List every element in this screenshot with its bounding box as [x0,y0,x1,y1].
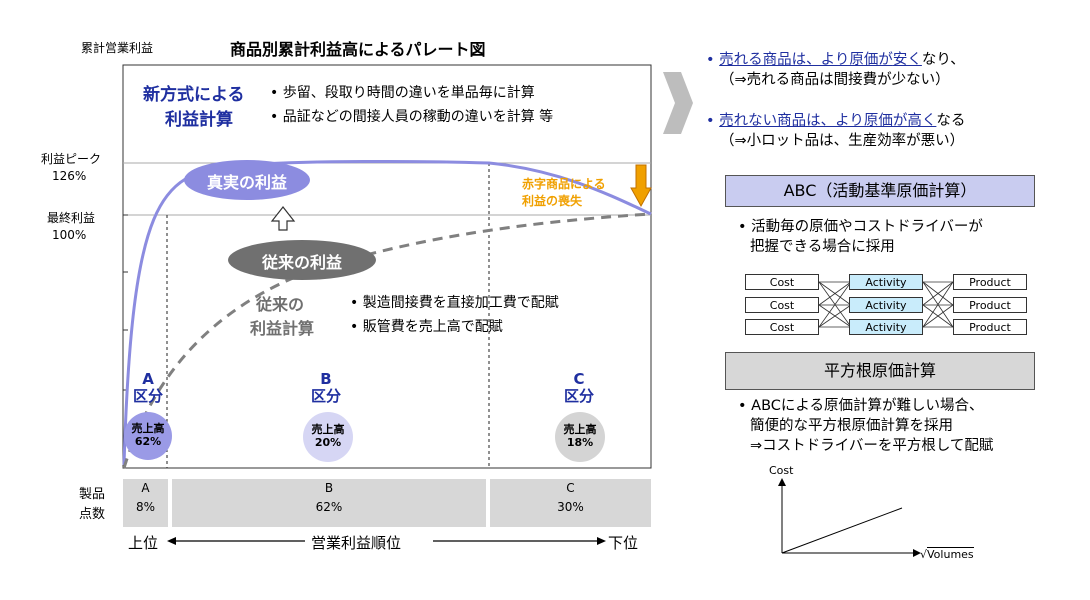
peak-pct: 126% [52,169,87,183]
rank-right: 下位 [608,534,639,552]
rank-left: 上位 [128,534,159,552]
right-arrowhead-icon [597,537,606,545]
conventional-profit-curve [122,212,652,469]
product-count-label-2: 点数 [79,507,106,522]
activity-box-3: Activity [849,319,923,335]
abc-network-lines [818,281,954,328]
sqrt-xlabel: √Volumes [920,547,974,561]
new-method-label-1: 新方式による [143,85,245,105]
product-count-label-1: 製品 [79,487,106,502]
sqrt-ylabel: Cost [769,464,794,477]
conventional-bullet-1: • 製造間接費を直接加工費で配賦 [350,295,559,311]
y-axis-caption: 累計営業利益 [81,41,154,55]
chart-title: 商品別累計利益高によるパレート図 [230,40,486,59]
conventional-profit-bubble [228,240,376,280]
sqrt-cost-line [781,507,903,554]
true-profit-curve [122,159,652,466]
left-arrowhead-icon [167,537,176,545]
abc-bullet: • 活動毎の原価やコストドライバーが把握できる場合に採用 [738,219,983,255]
conventional-calc-2: 利益計算 [250,319,315,338]
new-method-label-2: 利益計算 [165,110,233,130]
rank-center: 営業利益順位 [311,534,402,552]
activity-box-2: Activity [849,297,923,313]
conventional-bullet-2: • 販管費を売上高で配賦 [350,319,503,335]
cost-box-3: Cost [745,319,819,335]
loss-arrow-icon [630,164,652,208]
product-box-2: Product [953,297,1027,313]
true-profit-bubble [184,160,310,200]
sqrt-title-box: 平方根原価計算 [725,352,1035,390]
cost-box-2: Cost [745,297,819,313]
point-1: • 売れる商品は、より原価が安くなり、 （⇒売れる商品は間接費が少ない） [706,52,965,88]
conventional-profit-label: 従来の利益 [261,253,342,272]
conventional-calc-1: 従来の [256,295,305,314]
new-method-bullet-1: • 歩留、段取り時間の違いを単品毎に計算 [270,85,535,101]
red-note-2: 利益の喪失 [522,194,583,208]
abc-title-box: ABC（活動基準原価計算） [725,175,1035,207]
activity-box-1: Activity [849,274,923,290]
chart-frame [122,64,652,469]
peak-label: 利益ピーク [41,152,102,166]
red-note-1: 赤字商品による [522,177,606,191]
product-box-3: Product [953,319,1027,335]
new-method-bullet-2: • 品証などの間接人員の稼動の違いを計算 等 [270,109,554,125]
cost-box-1: Cost [745,274,819,290]
final-pct: 100% [52,228,87,242]
sqrt-bullet: • ABCによる原価計算が難しい場合、簡便的な平方根原価計算を採用⇒コストドライ… [738,398,994,454]
final-label: 最終利益 [47,211,96,225]
product-box-1: Product [953,274,1027,290]
true-profit-label: 真実の利益 [206,173,287,192]
up-arrow-icon [270,206,296,231]
chevron-right-icon [663,72,693,134]
point-2: • 売れない商品は、より原価が高くなる （⇒小ロット品は、生産効率が悪い） [706,113,966,149]
